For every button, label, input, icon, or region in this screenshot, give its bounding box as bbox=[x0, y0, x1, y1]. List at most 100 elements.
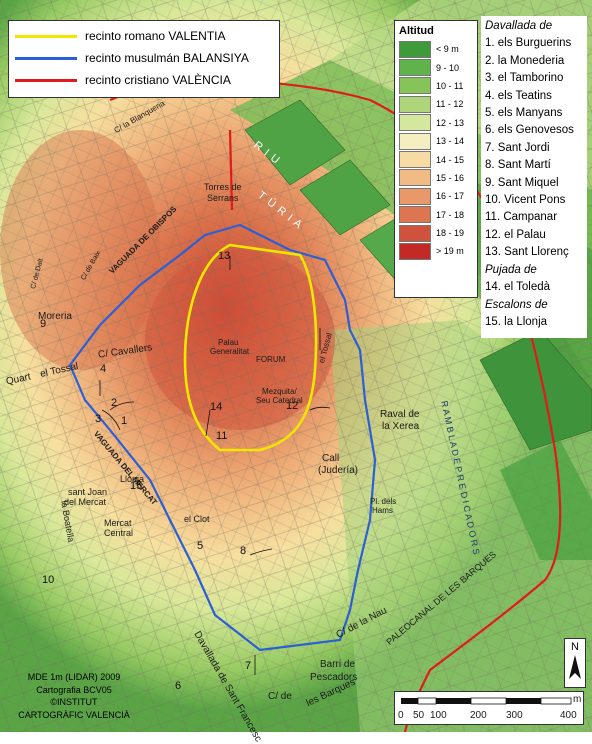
altitude-label: 11 - 12 bbox=[436, 99, 464, 110]
del-mercat-label: del Mercat bbox=[64, 497, 107, 507]
torres-label: Torres de bbox=[204, 182, 242, 192]
marker-14: 14 bbox=[210, 401, 223, 413]
call-label: Call bbox=[322, 453, 340, 464]
altitude-title: Altitud bbox=[399, 25, 434, 37]
marker-8: 8 bbox=[240, 545, 247, 557]
altitude-label: 18 - 19 bbox=[436, 228, 465, 239]
scale-tick-200: 200 bbox=[470, 710, 487, 721]
marker-4: 4 bbox=[100, 363, 107, 375]
place-item: 10. Vicent Pons bbox=[485, 194, 566, 207]
marker-15: 15 bbox=[130, 480, 143, 492]
marker-12: 12 bbox=[286, 400, 299, 412]
xerea-label: la Xerea bbox=[382, 421, 420, 432]
pl-hams-label: Pl. dels bbox=[370, 497, 397, 506]
scale-unit: m bbox=[573, 694, 582, 705]
altitude-row: 10 - 11 bbox=[399, 77, 473, 95]
serrans-label: Serrans bbox=[207, 193, 239, 203]
c-de-label: C/ de bbox=[268, 691, 292, 702]
raval-label: Raval de bbox=[380, 409, 420, 420]
altitude-row: < 9 m bbox=[399, 40, 473, 58]
scale-tick-50: 50 bbox=[413, 710, 425, 721]
legend-roman: recinto romano VALENTIA bbox=[15, 25, 273, 47]
place-item: 9. Sant Miquel bbox=[485, 176, 559, 189]
altitude-swatch bbox=[399, 187, 431, 205]
pescadors-label: Pescadors bbox=[310, 672, 358, 683]
forum-label: FORUM bbox=[256, 355, 286, 364]
north-arrow-icon bbox=[569, 655, 581, 679]
marker-10: 10 bbox=[42, 574, 55, 586]
generalitat-label: Generalitat bbox=[210, 347, 250, 356]
scale-tick-100: 100 bbox=[430, 710, 447, 721]
marker-5: 5 bbox=[197, 540, 204, 552]
marker-9: 9 bbox=[40, 318, 47, 330]
credit-line: ©INSTITUT bbox=[50, 697, 98, 707]
altitude-label: < 9 m bbox=[436, 44, 459, 55]
escalons-heading: Escalons de bbox=[485, 298, 548, 311]
altitude-row: 18 - 19 bbox=[399, 224, 473, 242]
place-item: 7. Sant Jordi bbox=[485, 141, 550, 154]
scale-tick-300: 300 bbox=[506, 710, 523, 721]
altitude-label: 16 - 17 bbox=[436, 191, 465, 202]
place-item: 14. el Toledà bbox=[485, 281, 551, 294]
scale-bar-graphic bbox=[401, 697, 572, 705]
scale-tick-400: 400 bbox=[560, 710, 577, 721]
marker-7: 7 bbox=[245, 660, 252, 672]
barri-label: Barri de bbox=[320, 659, 356, 670]
christian-line-swatch bbox=[15, 78, 77, 82]
walls-legend: recinto romano VALENTIA recinto musulmán… bbox=[8, 20, 280, 98]
place-item: 2. la Monederia bbox=[485, 54, 565, 67]
altitude-swatch bbox=[399, 169, 431, 187]
muslim-line-swatch bbox=[15, 56, 77, 60]
legend-muslim-label: recinto musulmán BALANSIYA bbox=[85, 51, 249, 65]
marker-3: 3 bbox=[95, 413, 102, 425]
north-arrow: N bbox=[564, 638, 586, 688]
altitude-row: 13 - 14 bbox=[399, 132, 473, 150]
place-item: 15. la Llonja bbox=[485, 315, 548, 328]
credit-line: CARTOGRÀFIC VALENCIÀ bbox=[18, 709, 130, 720]
places-list: Davallada de 1. els Burguerins 2. la Mone… bbox=[481, 16, 587, 338]
place-item: 8. Sant Martí bbox=[485, 159, 551, 172]
scale-tick-0: 0 bbox=[398, 710, 404, 721]
seu-label: Seu Catedral bbox=[256, 396, 303, 405]
place-item: 1. els Burguerins bbox=[485, 37, 572, 50]
place-item: 5. els Manyans bbox=[485, 107, 563, 120]
marker-11: 11 bbox=[216, 430, 228, 442]
juderia-label: (Judería) bbox=[318, 465, 359, 476]
altitude-swatch bbox=[399, 77, 431, 95]
central-label: Central bbox=[104, 528, 134, 538]
altitude-swatch bbox=[399, 114, 431, 132]
altitude-swatch bbox=[399, 151, 431, 169]
marker-1: 1 bbox=[121, 415, 128, 427]
moreria-label: Moreria bbox=[38, 311, 72, 322]
credits: MDE 1m (LIDAR) 2009 Cartografia BCV05 ©I… bbox=[4, 671, 144, 729]
marker-6: 6 bbox=[175, 680, 182, 692]
north-label: N bbox=[571, 641, 579, 653]
altitude-swatch bbox=[399, 206, 431, 224]
credit-line: Cartografia BCV05 bbox=[36, 684, 112, 695]
legend-muslim: recinto musulmán BALANSIYA bbox=[15, 47, 273, 69]
altitude-row: 9 - 10 bbox=[399, 58, 473, 77]
mezquita-label: Mezquita/ bbox=[262, 387, 297, 396]
roman-line-swatch bbox=[15, 34, 77, 38]
credit-line: MDE 1m (LIDAR) 2009 bbox=[27, 672, 121, 682]
altitude-swatch bbox=[399, 132, 431, 150]
altitude-swatch bbox=[399, 59, 431, 77]
altitude-row: 17 - 18 bbox=[399, 206, 473, 224]
legend-christian: recinto cristiano VALÈNCIA bbox=[15, 69, 273, 91]
altitude-row: 16 - 17 bbox=[399, 187, 473, 205]
place-item: 11. Campanar bbox=[485, 211, 558, 224]
place-item: 12. el Palau bbox=[485, 228, 546, 241]
mercat-label: Mercat bbox=[104, 518, 132, 528]
davallada-heading: Davallada de bbox=[485, 20, 553, 32]
altitude-label: 9 - 10 bbox=[436, 62, 460, 73]
llonja-label: Llonja bbox=[120, 474, 145, 484]
altitude-row: 11 - 12 bbox=[399, 95, 473, 113]
clot-label: el Clot bbox=[184, 514, 210, 524]
altitude-label: > 19 m bbox=[436, 246, 464, 257]
legend-roman-label: recinto romano VALENTIA bbox=[85, 29, 226, 43]
altitude-label: 14 - 15 bbox=[436, 154, 465, 165]
pujada-heading: Pujada de bbox=[485, 263, 537, 276]
altitude-row: > 19 m bbox=[399, 242, 473, 260]
